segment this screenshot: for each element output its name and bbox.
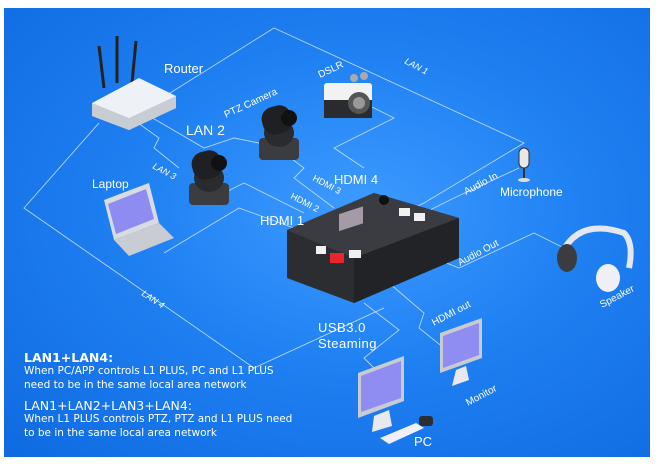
note-text-line: When L1 PLUS controls PTZ, PTZ and L1 PL… (24, 413, 293, 425)
label-hdmi4: HDMI 4 (334, 172, 378, 187)
wire-hdmi-out (388, 282, 445, 349)
mouse-illustration (419, 416, 433, 426)
wire-hdmi1 (163, 207, 295, 254)
label-dslr: DSLR (317, 59, 346, 80)
video-switcher-device (287, 193, 459, 303)
wire-lan2 (143, 112, 260, 149)
lan-notes: LAN1+LAN4: When PC/APP controls L1 PLUS,… (24, 350, 292, 440)
label-pc: PC (414, 434, 432, 449)
laptop-illustration (104, 183, 174, 256)
connection-diagram: Router PTZ Camera DSLR LAN 1 LAN 2 LAN 3… (4, 8, 650, 457)
headphones-illustration (557, 225, 634, 292)
wire-hdmi3 (283, 152, 335, 209)
red-button (330, 253, 344, 263)
label-lan4: LAN 4 (140, 288, 166, 310)
note-text-line: to be in the same local area network (24, 426, 217, 439)
label-lan1: LAN 1 (403, 56, 430, 77)
label-laptop: Laptop (92, 177, 129, 191)
microphone-illustration (518, 147, 530, 182)
pc-illustration (358, 356, 433, 444)
label-hdmi1: HDMI 1 (260, 213, 304, 228)
router-illustration (92, 36, 176, 130)
label-usb-line1: USB3.0 (318, 320, 366, 335)
note-heading-all-lans: LAN1+LAN2+LAN3+LAN4: (24, 398, 193, 413)
dslr-camera-illustration (324, 72, 372, 118)
wire-audio-in (423, 167, 520, 214)
wire-hdmi4 (333, 102, 396, 169)
label-lan2: LAN 2 (186, 122, 225, 138)
label-monitor: Monitor (464, 383, 499, 409)
note-text-line: need to be in the same local area networ… (24, 378, 247, 391)
monitor-illustration (440, 318, 482, 386)
note-heading-lan1-lan4: LAN1+LAN4: (24, 350, 114, 365)
label-microphone: Microphone (500, 185, 563, 199)
label-audio-in: Audio In (462, 171, 500, 198)
keyboard-illustration (380, 423, 424, 444)
ptz-camera-1 (259, 105, 299, 160)
wire-lan3 (123, 112, 180, 169)
diagram-canvas: Router PTZ Camera DSLR LAN 1 LAN 2 LAN 3… (23, 27, 637, 449)
label-audio-out: Audio Out (456, 238, 501, 269)
wire-lan4 (23, 122, 385, 369)
label-usb-line2: Steaming (318, 336, 377, 351)
label-router: Router (164, 61, 204, 76)
ptz-camera-2 (189, 150, 229, 205)
note-text-line: When PC/APP controls L1 PLUS, PC and L1 … (24, 365, 274, 377)
